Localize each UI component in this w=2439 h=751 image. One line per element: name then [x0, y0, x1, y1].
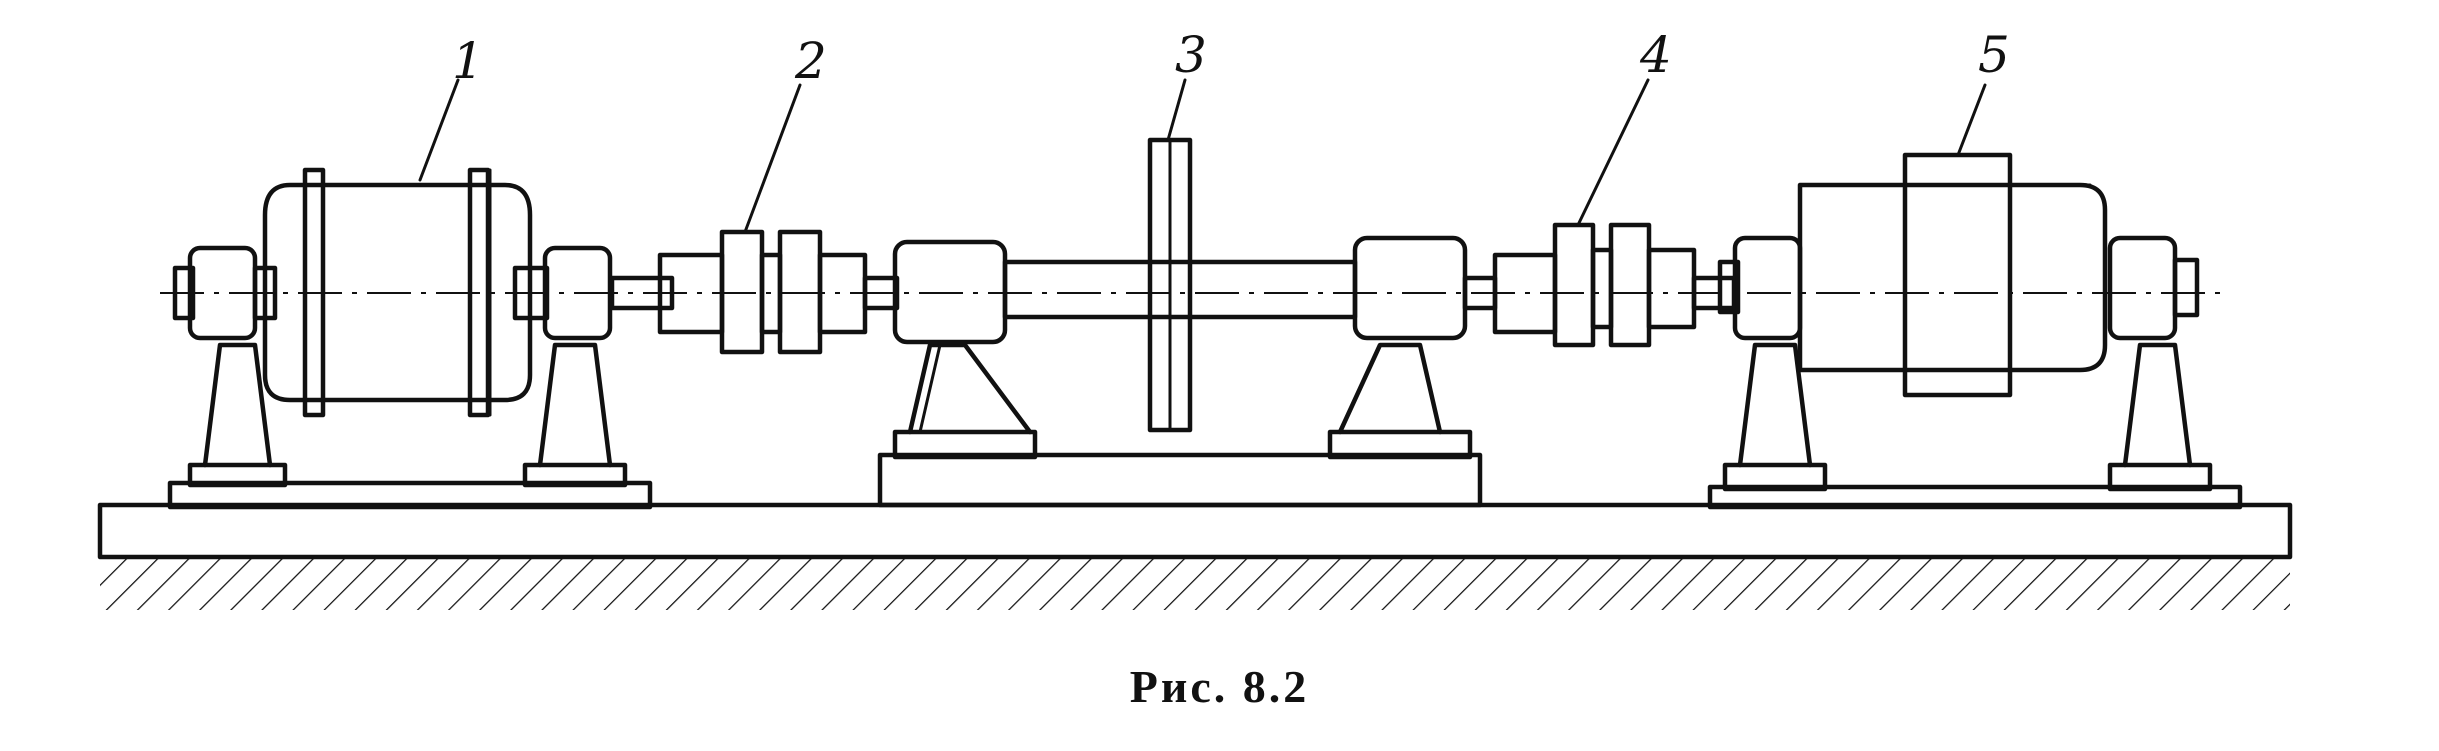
part-label-4: 4 [1639, 26, 1672, 84]
machine-5 [1707, 152, 2243, 510]
base-plate [97, 502, 2293, 560]
disc-unit-3 [877, 137, 1483, 508]
part-label-2: 2 [794, 32, 827, 90]
part-label-5: 5 [1978, 26, 2010, 84]
ground-hatching [100, 556, 2290, 610]
leader-lines [418, 78, 1987, 234]
coupling-4 [1462, 222, 1737, 348]
machine-1 [167, 167, 653, 510]
coupling-2 [609, 229, 900, 355]
part-label-1: 1 [452, 32, 484, 90]
figure-caption: Рис. 8.2 [1129, 661, 1310, 712]
part-label-3: 3 [1175, 26, 1207, 84]
